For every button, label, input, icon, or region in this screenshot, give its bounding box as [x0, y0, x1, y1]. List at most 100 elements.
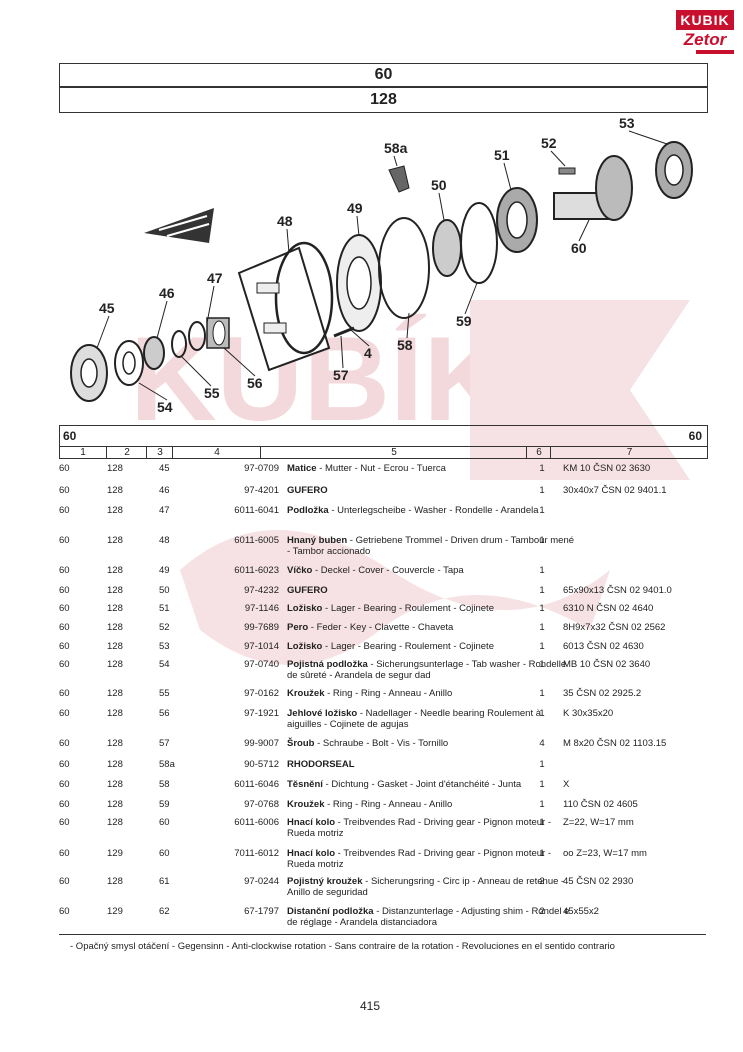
callout-60: 60 [571, 240, 587, 256]
rotation-note: - Opačný smysl otáčení - Gegensinn - Ant… [70, 941, 615, 952]
cell-c3: 46 [159, 485, 170, 496]
callout-45: 45 [99, 300, 115, 316]
part-name: Hnací kolo [287, 848, 336, 859]
part-translations: - Dichtung - Gasket - Joint d'étanchéité… [322, 779, 522, 790]
cell-c6: 1 [539, 817, 545, 828]
part-name: GUFERO [287, 485, 328, 496]
cell-c3: 58 [159, 779, 170, 790]
cell-c6: 1 [539, 585, 545, 596]
cell-c3: 50 [159, 585, 170, 596]
callout-56: 56 [247, 375, 263, 391]
part-translations: - Ring - Ring - Anneau - Anillo [324, 799, 453, 810]
parts-table-header: 60 60 1 2 3 4 5 6 7 [59, 425, 708, 459]
cell-c2: 128 [107, 505, 123, 516]
cell-c4: 6011-6005 [234, 535, 279, 546]
logo-brand: KUBIK [676, 10, 734, 30]
cell-c3: 58a [159, 759, 175, 770]
cell-c3: 54 [159, 659, 170, 670]
cell-c7: 45x55x2 [563, 906, 599, 917]
part-name: Kroužek [287, 688, 325, 699]
cell-c4: 97-1921 [244, 708, 279, 719]
cell-c4: 99-7689 [244, 622, 279, 633]
logo-sub: Zetor [683, 30, 727, 49]
cell-c4: 97-0740 [244, 659, 279, 670]
cell-c2: 129 [107, 906, 123, 917]
part-translations: - Treibvendes Rad - Driving gear - Pigno… [287, 848, 552, 870]
cell-c7: 8H9x7x32 ČSN 02 2562 [563, 622, 666, 633]
part-translations: - Getriebene Trommel - Driven drum - Tam… [287, 535, 575, 557]
cell-c2: 128 [107, 799, 123, 810]
cell-c6: 1 [539, 505, 545, 516]
cell-c3: 55 [159, 688, 170, 699]
cell-c2: 128 [107, 565, 123, 576]
part-translations: - Mutter - Nut - Ecrou - Tuerca [316, 463, 446, 474]
cell-c7: 110 ČSN 02 4605 [563, 799, 638, 810]
cell-c6: 1 [539, 708, 545, 719]
part-name: Těsnění [287, 779, 323, 790]
cell-description: Ložisko - Lager - Bearing - Roulement - … [287, 603, 577, 614]
part-55-ring [171, 330, 187, 358]
cell-c3: 62 [159, 906, 170, 917]
cell-c7: 30x40x7 ČSN 02 9401.1 [563, 485, 667, 496]
cell-c4: 6011-6023 [234, 565, 279, 576]
part-translations: - Feder - Key - Clavette - Chaveta [308, 622, 454, 633]
callout-4: 4 [364, 345, 372, 361]
cell-c6: 1 [539, 565, 545, 576]
part-49-cover [336, 234, 382, 332]
cell-c1: 60 [59, 659, 70, 670]
part-50-seal [432, 219, 462, 277]
cell-description: RHODORSEAL [287, 759, 577, 770]
cell-description: Jehlové ložisko - Nadellager - Needle be… [287, 708, 577, 730]
cell-description: Ložisko - Lager - Bearing - Roulement - … [287, 641, 577, 652]
callout-50: 50 [431, 177, 447, 193]
callout-55: 55 [204, 385, 220, 401]
callout-52: 52 [541, 135, 557, 151]
cell-c1: 60 [59, 779, 70, 790]
cell-c6: 1 [539, 779, 545, 790]
callout-58: 58 [397, 337, 413, 353]
cell-description: Těsnění - Dichtung - Gasket - Joint d'ét… [287, 779, 577, 790]
cell-c3: 53 [159, 641, 170, 652]
part-translations: - Distanzunterlage - Adjusting shim - Ro… [287, 906, 570, 928]
cell-description: Pero - Feder - Key - Clavette - Chaveta [287, 622, 577, 633]
cell-c6: 2 [539, 876, 545, 887]
cell-description: Distanční podložka - Distanzunterlage - … [287, 906, 577, 928]
cell-description: Hnaný buben - Getriebene Trommel - Drive… [287, 535, 577, 557]
cell-c1: 60 [59, 799, 70, 810]
cell-c6: 1 [539, 659, 545, 670]
cell-c4: 6011-6006 [234, 817, 279, 828]
part-name: Matice [287, 463, 317, 474]
cell-c4: 99-9007 [244, 738, 279, 749]
cell-c2: 128 [107, 817, 123, 828]
part-name: Kroužek [287, 799, 325, 810]
part-translations: - Sicherungsring - Circ ip - Anneau de r… [287, 876, 565, 898]
cell-c4: 97-0709 [244, 463, 279, 474]
group-number: 60 [59, 63, 708, 87]
callout-51: 51 [494, 147, 510, 163]
cell-c2: 128 [107, 759, 123, 770]
cell-c3: 60 [159, 817, 170, 828]
group-code-left: 60 [63, 429, 77, 443]
cell-c1: 60 [59, 622, 70, 633]
cell-description: Kroužek - Ring - Ring - Anneau - Anillo [287, 799, 577, 810]
part-47-washer [188, 321, 206, 351]
cell-c2: 128 [107, 603, 123, 614]
cell-c4: 90-5712 [244, 759, 279, 770]
cell-c3: 49 [159, 565, 170, 576]
exploded-parts-diagram: 45 46 47 48 49 50 51 52 53 54 55 56 57 5… [70, 115, 693, 415]
cell-description: Šroub - Schraube - Bolt - Vis - Tornillo [287, 738, 577, 749]
callout-49: 49 [347, 200, 363, 216]
column-numbers: 1 2 3 4 5 6 7 [60, 446, 707, 459]
cell-description: Víčko - Deckel - Cover - Couvercle - Tap… [287, 565, 577, 576]
part-name: GUFERO [287, 585, 328, 596]
cell-c4: 67-1797 [244, 906, 279, 917]
cell-c3: 60 [159, 848, 170, 859]
cell-c2: 128 [107, 738, 123, 749]
cell-c2: 129 [107, 848, 123, 859]
group-code-right: 60 [688, 429, 702, 443]
cell-c3: 45 [159, 463, 170, 474]
part-name: Víčko [287, 565, 313, 576]
callout-48: 48 [277, 213, 293, 229]
part-name: Jehlové ložisko [287, 708, 358, 719]
cell-c4: 97-1146 [244, 603, 279, 614]
